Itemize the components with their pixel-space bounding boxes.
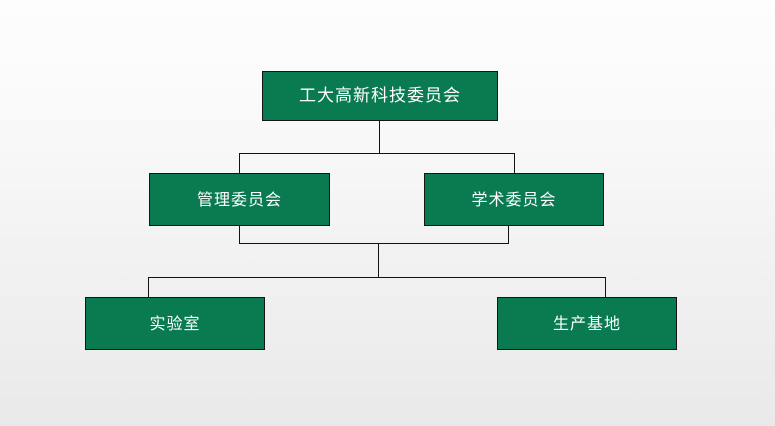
connector-to-management bbox=[239, 153, 240, 174]
connector-to-laboratory bbox=[148, 277, 149, 298]
node-root-label: 工大高新科技委员会 bbox=[299, 85, 461, 106]
node-academic[interactable]: 学术委员会 bbox=[424, 173, 604, 226]
connector-center-trunk bbox=[378, 243, 379, 277]
connector-management-stem bbox=[239, 225, 240, 244]
node-management[interactable]: 管理委员会 bbox=[149, 173, 330, 226]
node-laboratory-label: 实验室 bbox=[149, 313, 201, 333]
connector-to-production-base bbox=[605, 277, 606, 298]
connector-level3-bar bbox=[148, 277, 606, 278]
node-academic-label: 学术委员会 bbox=[471, 189, 557, 209]
connector-level2-merge-bar bbox=[239, 243, 509, 244]
node-production-base[interactable]: 生产基地 bbox=[497, 297, 677, 350]
node-production-base-label: 生产基地 bbox=[552, 313, 621, 333]
connector-level2-bar bbox=[239, 153, 515, 154]
connector-to-academic bbox=[514, 153, 515, 174]
node-management-label: 管理委员会 bbox=[196, 189, 282, 209]
connector-academic-stem bbox=[508, 225, 509, 244]
node-laboratory[interactable]: 实验室 bbox=[85, 297, 265, 350]
node-root[interactable]: 工大高新科技委员会 bbox=[262, 71, 498, 121]
connector-root-stem bbox=[379, 121, 380, 154]
